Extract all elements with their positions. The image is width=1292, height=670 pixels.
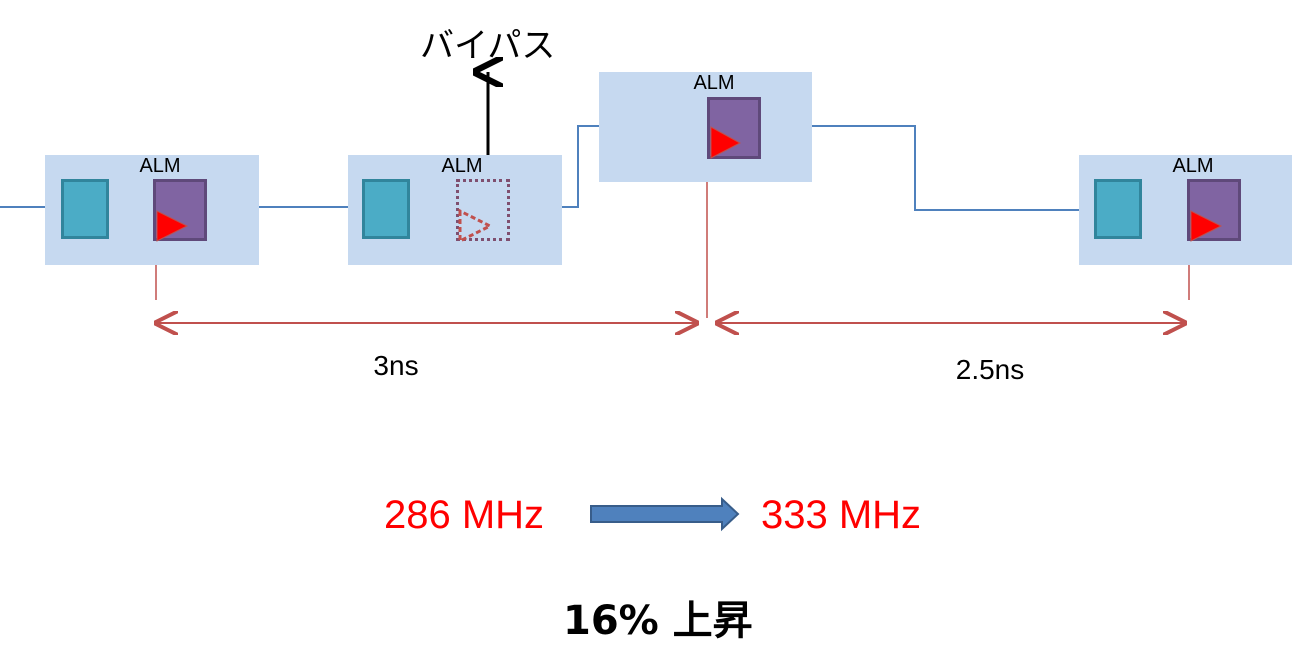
- clock-triangle-icon: [156, 210, 189, 242]
- frequency-before: 286 MHz: [384, 493, 545, 537]
- alm-block-3: [599, 72, 812, 182]
- lut-2: [362, 179, 410, 239]
- progress-arrow: [590, 496, 740, 532]
- flipflop-bypassed: [456, 179, 510, 241]
- timing-label-right: 2.5ns: [955, 354, 1025, 385]
- alm-label-2: ALM: [441, 155, 483, 177]
- bypass-label: バイパス: [420, 26, 556, 66]
- clock-triangle-icon: [1190, 210, 1223, 242]
- lut-1: [61, 179, 109, 239]
- timing-label-left: 3ns: [373, 350, 419, 381]
- clock-triangle-icon: [710, 126, 742, 159]
- frequency-after: 333 MHz: [761, 493, 922, 537]
- lut-4: [1094, 179, 1142, 239]
- alm-label-1: ALM: [139, 155, 181, 177]
- alm-label-3: ALM: [693, 72, 735, 94]
- clock-triangle-dashed-icon: [458, 208, 494, 244]
- summary-improvement: 16% 上昇: [563, 598, 753, 644]
- alm-label-4: ALM: [1172, 155, 1214, 177]
- wire-alm3-alm4: [812, 125, 1080, 211]
